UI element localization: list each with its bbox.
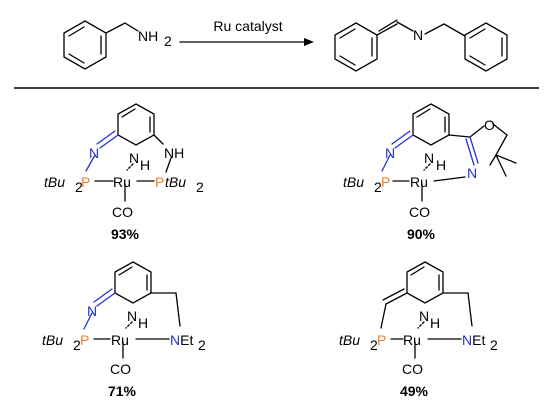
pyridine-n-atom: N: [424, 150, 434, 166]
metal-ru: Ru: [403, 332, 421, 348]
oxazoline-n-atom: N: [467, 165, 477, 181]
metal-ru: Ru: [113, 174, 131, 190]
yield-1: 93%: [111, 226, 140, 242]
metal-ru: Ru: [111, 332, 129, 348]
left-tbu-sub: 2: [73, 337, 81, 353]
yield-4: 49%: [400, 383, 429, 399]
left-tbu: tBu: [343, 174, 364, 190]
hydride: H: [138, 315, 148, 331]
imine-n-atom: N: [89, 145, 99, 161]
left-p-atom: P: [377, 332, 386, 348]
amine-et: Et: [180, 332, 193, 348]
left-tbu-sub: 2: [75, 179, 83, 195]
hydride: H: [430, 315, 440, 331]
carbonyl: CO: [110, 361, 131, 377]
imine-n-atom: N: [385, 145, 395, 161]
oxazoline-o-atom: O: [484, 117, 495, 133]
complex-pnp: N N H NH tBu 2 P Ru P tBu 2 CO 93%: [44, 103, 204, 242]
complex-pnn-vinyl: N H tBu 2 P Ru NEt 2 CO 49%: [339, 261, 498, 399]
right-p-atom: P: [155, 174, 164, 190]
complex-pnn-imine: N N H tBu 2 P Ru NEt 2 CO 71%: [42, 261, 206, 399]
pyridine-n-atom: N: [129, 150, 139, 166]
amine-subscript: 2: [164, 33, 172, 49]
amine-n-atom: N: [170, 332, 180, 348]
arrow-label: Ru catalyst: [213, 18, 282, 34]
amine-et: Et: [472, 332, 485, 348]
left-tbu-sub: 2: [374, 179, 382, 195]
yield-3: 71%: [108, 383, 137, 399]
imine-product: N: [334, 19, 508, 72]
amine-nh: NH: [164, 145, 184, 161]
hydride: H: [436, 157, 446, 173]
right-tbu-sub: 2: [196, 179, 204, 195]
amine-sub: 2: [198, 337, 206, 353]
carbonyl: CO: [112, 204, 133, 220]
left-tbu: tBu: [339, 332, 360, 348]
amine-net: NEt: [462, 332, 485, 348]
benzylamine: NH 2: [63, 20, 172, 70]
imine-n-atom: N: [87, 303, 97, 319]
amine-n-atom: N: [462, 332, 472, 348]
pyridine-n-atom: N: [419, 308, 429, 324]
amine-net: NEt: [170, 332, 193, 348]
amine-sub: 2: [490, 337, 498, 353]
hydride: H: [140, 157, 150, 173]
left-tbu: tBu: [44, 174, 65, 190]
left-tbu-sub: 2: [370, 337, 378, 353]
carbonyl: CO: [402, 361, 423, 377]
pyridine-n-atom: N: [127, 308, 137, 324]
complex-oxazoline: N N H O N tBu 2 P Ru CO 90%: [343, 103, 517, 242]
metal-ru: Ru: [410, 174, 428, 190]
yield-2: 90%: [407, 226, 436, 242]
carbonyl: CO: [409, 204, 430, 220]
left-p-atom: P: [81, 174, 90, 190]
right-tbu: tBu: [165, 174, 186, 190]
imine-n: N: [413, 27, 423, 43]
left-p-atom: P: [381, 174, 390, 190]
left-p-atom: P: [80, 332, 89, 348]
amine-label: NH: [138, 28, 158, 44]
reaction-arrow: Ru catalyst: [179, 18, 314, 46]
left-tbu: tBu: [42, 332, 63, 348]
